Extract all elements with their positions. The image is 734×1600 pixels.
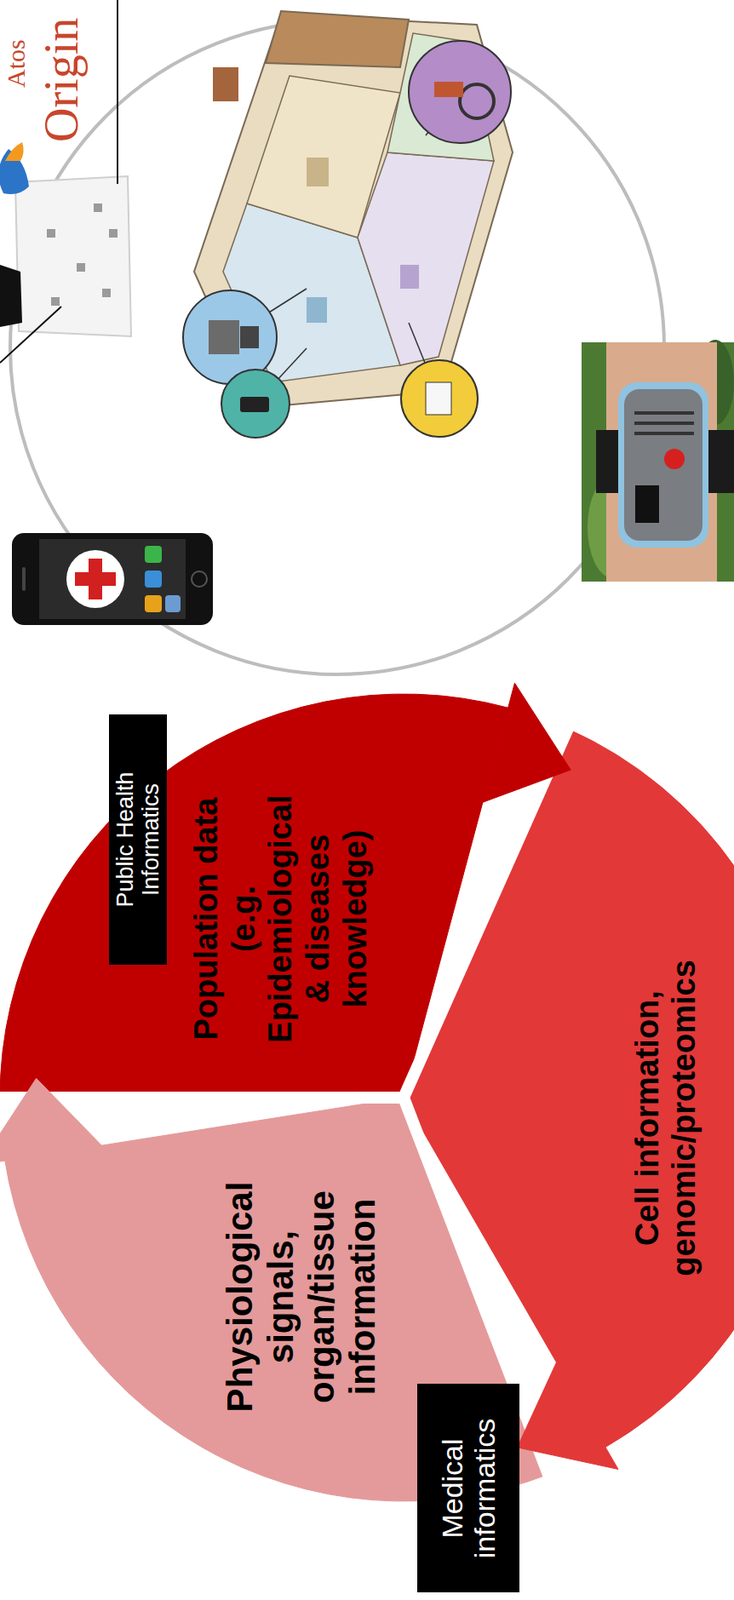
- node-text: Population data (e.g. Epidemiological & …: [188, 791, 374, 1047]
- wrist-device-picture-part: [664, 448, 685, 470]
- node-text: Medical informatics: [435, 1396, 501, 1582]
- smart-house-picture-part: [357, 152, 494, 366]
- smart-house-picture-part: [306, 297, 327, 323]
- phone-picture-part: [66, 550, 125, 608]
- phone-picture: [11, 533, 213, 626]
- phone-picture-part: [22, 567, 26, 591]
- phone-picture-part: [165, 595, 181, 613]
- wedge-gap: [0, 1091, 404, 1104]
- phone-picture-part: [144, 570, 162, 588]
- logo-text: Origin: [35, 17, 89, 143]
- logo-mark-part: [116, 0, 119, 184]
- cycle-arrowhead: [516, 1362, 619, 1470]
- phone-picture-part: [88, 558, 103, 600]
- device-ring: [10, 20, 665, 675]
- smart-house-picture-part: [240, 326, 259, 349]
- node-text: Physiological signals, organ/tissue info…: [219, 1173, 385, 1421]
- smart-house-picture-part: [212, 67, 239, 102]
- wrist-device-picture: [581, 339, 734, 582]
- logo-mark-part: [5, 142, 24, 161]
- smart-house-picture-part: [400, 264, 419, 289]
- vest-picture-part: [15, 176, 132, 337]
- wrist-device-picture-part: [618, 382, 709, 548]
- smart-house-picture-part: [208, 320, 240, 355]
- wrist-device-picture-part: [581, 342, 734, 582]
- cycle-arrowhead: [0, 1078, 102, 1165]
- vest-picture-part: [76, 263, 86, 272]
- wedge-label: Physiological signals, organ/tissue info…: [219, 1173, 385, 1421]
- smart-house-picture-part: [401, 360, 478, 437]
- category-tag: Medical informatics: [417, 1384, 520, 1594]
- smart-house-picture-part: [434, 81, 464, 98]
- phone-picture-part: [39, 539, 186, 620]
- wrist-device-picture-part: [634, 411, 694, 415]
- smart-house-picture-part: [265, 11, 409, 68]
- logo-mark: [0, 0, 118, 195]
- wedge-label: Population data (e.g. Epidemiological & …: [188, 791, 374, 1047]
- smart-house-picture: [183, 11, 513, 438]
- smart-house-picture-part: [459, 84, 494, 119]
- smart-house-picture-part: [240, 396, 270, 413]
- cycle-arrowhead: [482, 682, 571, 803]
- vest-picture-part: [93, 203, 103, 213]
- vest-picture-part: [0, 264, 23, 327]
- phone-picture-part: [11, 533, 213, 626]
- wrist-device-picture-part: [634, 421, 694, 425]
- phone-picture-part: [144, 595, 162, 613]
- smart-house-picture-part: [221, 369, 290, 438]
- vest-picture-part: [46, 229, 56, 238]
- vest-picture: [0, 176, 132, 363]
- vest-picture-part: [108, 229, 118, 238]
- category-tag: Public Health Informatics: [108, 714, 167, 965]
- cycle-wedges: [0, 682, 734, 1507]
- smart-house-picture-part: [408, 40, 511, 144]
- wrist-device-picture-part: [634, 431, 694, 436]
- wrist-device-picture-part: [606, 342, 717, 582]
- wedge-label: Cell information, genomic/proteomics: [629, 943, 704, 1293]
- node-text: Cell information, genomic/proteomics: [629, 943, 704, 1293]
- vest-picture-part: [0, 306, 62, 363]
- wrist-device-picture-part: [635, 485, 660, 523]
- logo-text: Atos: [1, 39, 30, 88]
- phone-picture-part: [144, 545, 162, 563]
- smart-house-picture-part: [306, 157, 329, 187]
- vest-picture-part: [102, 288, 111, 298]
- vest-picture-part: [51, 297, 60, 306]
- node-text: Public Health Informatics: [112, 746, 164, 933]
- phone-picture-part: [191, 571, 207, 587]
- wrist-device-picture-part: [624, 389, 703, 541]
- smart-house-picture-part: [425, 382, 452, 415]
